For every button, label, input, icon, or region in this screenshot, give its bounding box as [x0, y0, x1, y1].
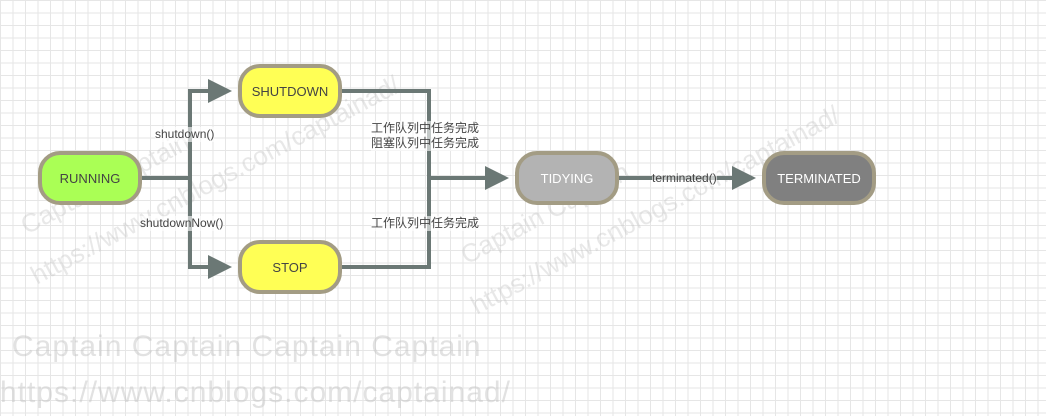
label-terminated: terminated()	[652, 171, 717, 186]
edge-shutdown-join	[342, 89, 431, 269]
state-terminated: TERMINATED	[762, 151, 876, 205]
state-shutdown: SHUTDOWN	[238, 64, 342, 118]
edge-to-stop	[188, 178, 232, 279]
label-shutdown-now: shutdownNow()	[140, 216, 224, 231]
state-tidying: TIDYING	[515, 151, 619, 205]
label-shutdown: shutdown()	[155, 127, 215, 142]
edge-to-shutdown	[188, 79, 232, 178]
label-queue-done-2: 阻塞队列中任务完成	[371, 136, 480, 151]
label-queue-done-1: 工作队列中任务完成	[371, 121, 480, 136]
state-running: RUNNING	[38, 151, 142, 205]
state-stop: STOP	[238, 240, 342, 294]
label-queue-done-3: 工作队列中任务完成	[371, 216, 480, 231]
watermark-captain: Captain Captain Captain Captain	[12, 330, 482, 363]
watermark-url: https://www.cnblogs.com/captainad/	[0, 376, 511, 409]
